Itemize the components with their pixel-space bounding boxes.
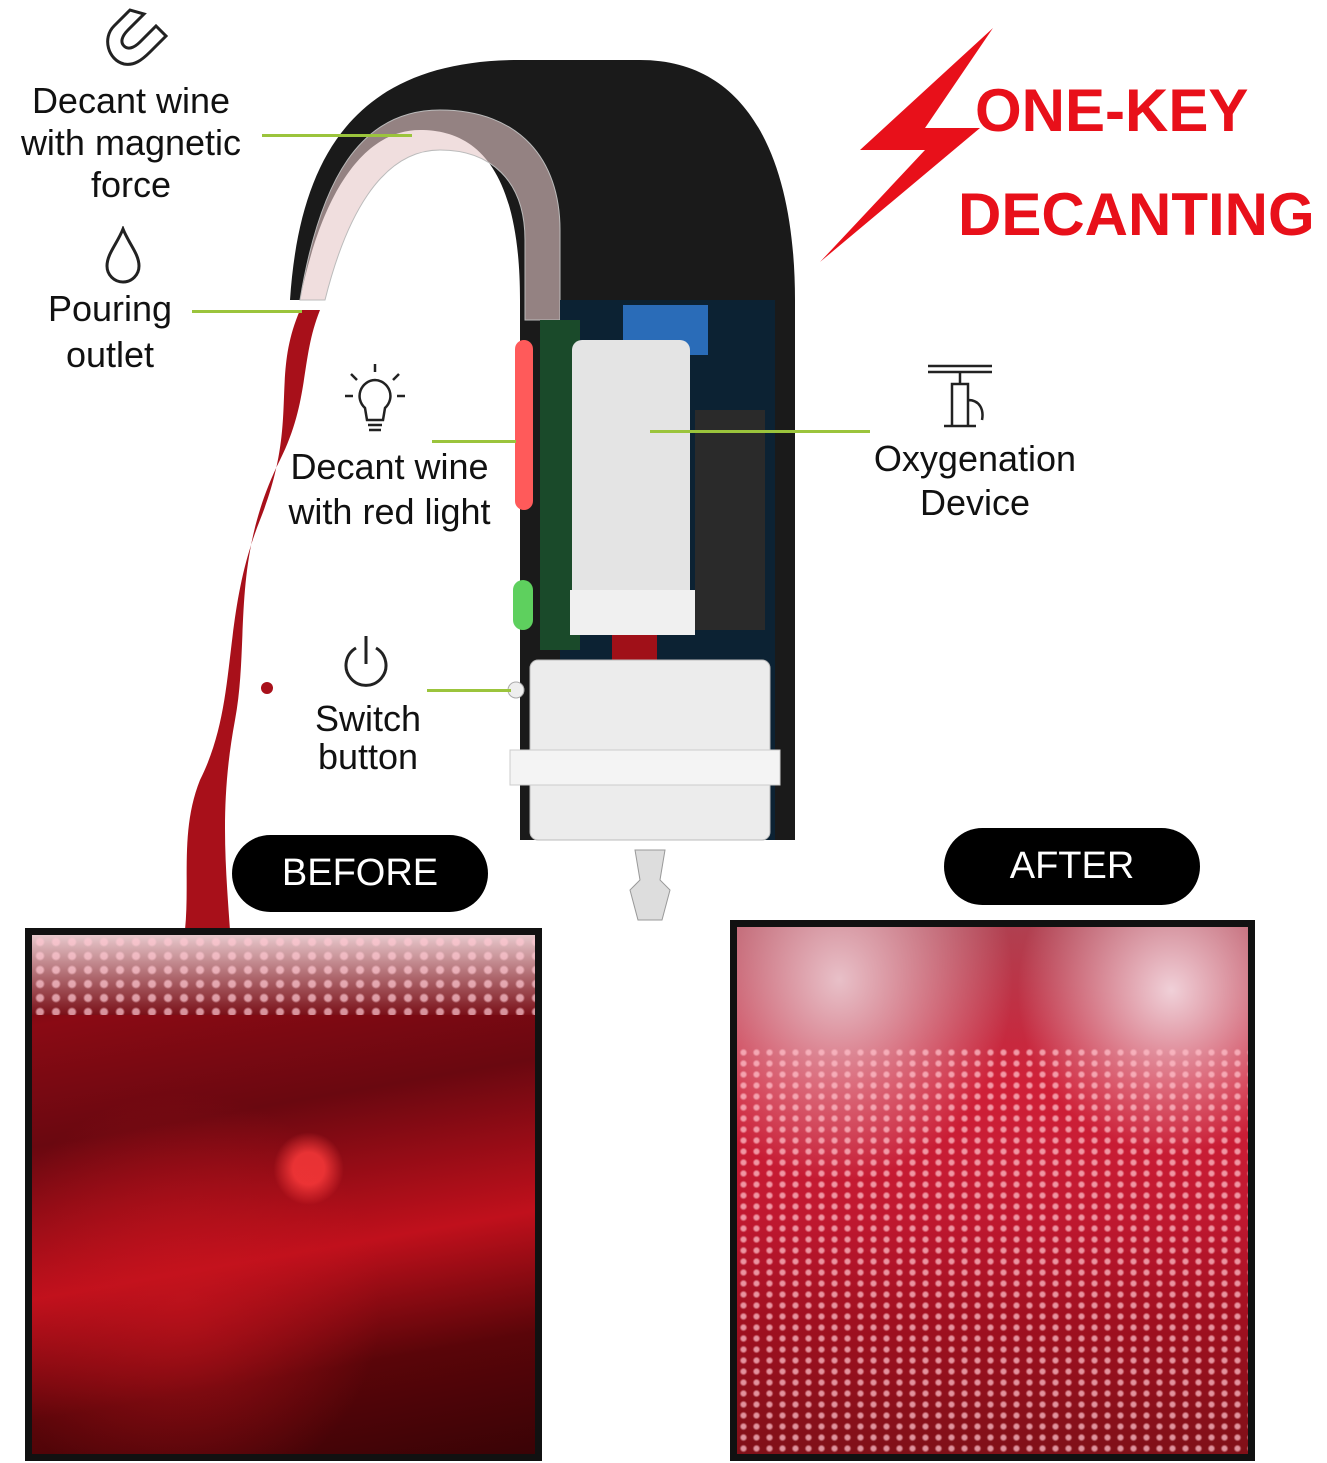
- lightning-bolt-icon: [820, 28, 993, 262]
- label-line: Decant wine: [31, 80, 231, 121]
- label-line: outlet: [65, 334, 155, 375]
- label-line: Device: [919, 482, 1031, 523]
- after-wine-photo: [730, 920, 1255, 1461]
- label-line: Pouring: [47, 288, 173, 329]
- feature-oxygenation: Oxygenation Device: [850, 437, 1100, 525]
- headline-line1: ONE-KEY: [975, 77, 1249, 144]
- label-line: button: [317, 736, 419, 777]
- droplet-icon: [105, 226, 141, 284]
- light-bulb-icon: [345, 364, 405, 432]
- label-line: with magnetic: [20, 122, 242, 163]
- air-pump-icon: [928, 364, 992, 428]
- power-icon: [344, 636, 388, 687]
- label-line: Decant wine: [290, 446, 489, 487]
- label-line: force: [90, 164, 172, 205]
- leader-line: [650, 430, 870, 433]
- leader-line: [432, 440, 516, 443]
- after-label: AFTER: [944, 828, 1200, 905]
- feature-red-light: Decant wine with red light: [262, 444, 517, 534]
- label-line: with red light: [288, 491, 491, 532]
- feature-pouring-outlet: Pouring outlet: [20, 286, 200, 378]
- wine-aerator-device: [185, 28, 993, 930]
- feature-switch-button: Switch button: [288, 700, 448, 776]
- feature-magnetic: Decant wine with magnetic force: [0, 80, 262, 206]
- leader-line: [262, 134, 412, 137]
- before-wine-photo: [25, 928, 542, 1461]
- leader-line: [427, 689, 511, 692]
- label-line: Oxygenation: [873, 438, 1077, 479]
- headline-line2: DECANTING: [958, 181, 1315, 248]
- leader-line: [192, 310, 302, 313]
- before-label: BEFORE: [232, 835, 488, 912]
- label-line: Switch: [314, 698, 422, 739]
- magnet-icon: [106, 8, 169, 66]
